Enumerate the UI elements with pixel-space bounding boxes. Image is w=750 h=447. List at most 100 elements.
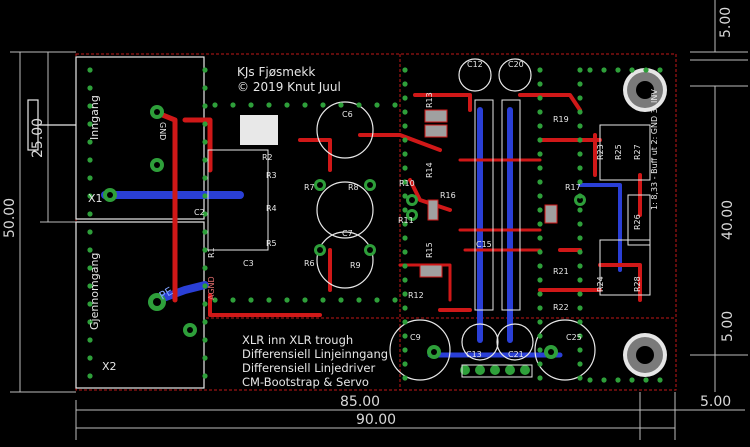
via	[202, 139, 208, 145]
top-copper-traces	[152, 93, 642, 317]
via	[402, 151, 408, 157]
via	[87, 85, 93, 91]
via	[537, 123, 543, 129]
via	[643, 67, 649, 73]
ref-r16: R16	[440, 191, 456, 200]
via	[577, 333, 583, 339]
via	[87, 211, 93, 217]
via	[202, 247, 208, 253]
via	[402, 137, 408, 143]
via	[356, 102, 362, 108]
via	[87, 319, 93, 325]
pads-and-vias	[103, 105, 586, 375]
ref-c6: C6	[342, 110, 353, 119]
jumper-note: 1: 8,33 - Buff ut 2: GND 3: INV	[650, 89, 659, 210]
via	[402, 333, 408, 339]
via	[248, 102, 254, 108]
electrolytic-capacitors	[316, 58, 596, 381]
via	[87, 373, 93, 379]
ref-r5: R5	[266, 239, 277, 248]
via	[202, 265, 208, 271]
via	[87, 175, 93, 181]
via	[402, 305, 408, 311]
via	[87, 301, 93, 307]
via	[87, 247, 93, 253]
via	[402, 375, 408, 381]
via	[537, 277, 543, 283]
via	[615, 377, 621, 383]
via	[338, 297, 344, 303]
via	[302, 297, 308, 303]
via	[202, 373, 208, 379]
ref-r17: R17	[565, 183, 581, 192]
via	[402, 347, 408, 353]
via	[577, 81, 583, 87]
ref-r13: R13	[425, 92, 434, 108]
via	[657, 377, 663, 383]
via	[537, 207, 543, 213]
via	[537, 165, 543, 171]
via	[266, 297, 272, 303]
via	[537, 81, 543, 87]
via	[537, 193, 543, 199]
via	[615, 67, 621, 73]
via	[87, 121, 93, 127]
via	[202, 211, 208, 217]
ref-r1: R1	[207, 247, 216, 258]
ref-c20: C20	[508, 60, 524, 69]
ref-c3: C3	[243, 259, 254, 268]
dim-left-total: 50.00	[2, 198, 18, 238]
via	[577, 249, 583, 255]
x2-label: Gjennomgang	[88, 253, 101, 330]
ref-r24: R24	[596, 276, 605, 292]
ref-r2: R2	[262, 153, 273, 162]
xlr-connector-x1	[27, 56, 205, 220]
via	[87, 229, 93, 235]
via	[537, 305, 543, 311]
dim-top-right: 5.00	[718, 7, 734, 38]
via	[537, 179, 543, 185]
dim-right-low: 5.00	[720, 311, 736, 342]
mounting-holes	[623, 68, 667, 377]
via	[202, 193, 208, 199]
ref-c12: C12	[467, 60, 483, 69]
ref-r10: R10	[399, 179, 415, 188]
via	[629, 377, 635, 383]
via	[577, 123, 583, 129]
via	[402, 81, 408, 87]
ref-c15: C15	[476, 240, 492, 249]
via	[87, 157, 93, 163]
smd-resistors	[207, 99, 651, 378]
via	[230, 102, 236, 108]
via	[537, 263, 543, 269]
via	[202, 283, 208, 289]
via	[577, 305, 583, 311]
ref-r9: R9	[350, 261, 361, 270]
via	[402, 67, 408, 73]
via	[212, 102, 218, 108]
via	[537, 235, 543, 241]
reference-designators: R2 R3 R4 R5 R1 C3 C2 C6 C7 R7 R8 R6 R9 R…	[194, 60, 642, 359]
via	[212, 297, 218, 303]
via	[230, 297, 236, 303]
via	[537, 361, 543, 367]
via	[284, 102, 290, 108]
via	[202, 355, 208, 361]
via	[537, 333, 543, 339]
via	[402, 263, 408, 269]
via	[402, 123, 408, 129]
via	[402, 319, 408, 325]
via	[643, 377, 649, 383]
via	[601, 377, 607, 383]
via	[87, 139, 93, 145]
via	[577, 291, 583, 297]
note-line-4: CM-Bootstrap & Servo	[242, 375, 369, 389]
ref-r6: R6	[304, 259, 315, 268]
via	[402, 179, 408, 185]
via	[402, 109, 408, 115]
via	[577, 375, 583, 381]
ref-r11: R11	[398, 216, 414, 225]
via	[577, 277, 583, 283]
via	[587, 377, 593, 383]
